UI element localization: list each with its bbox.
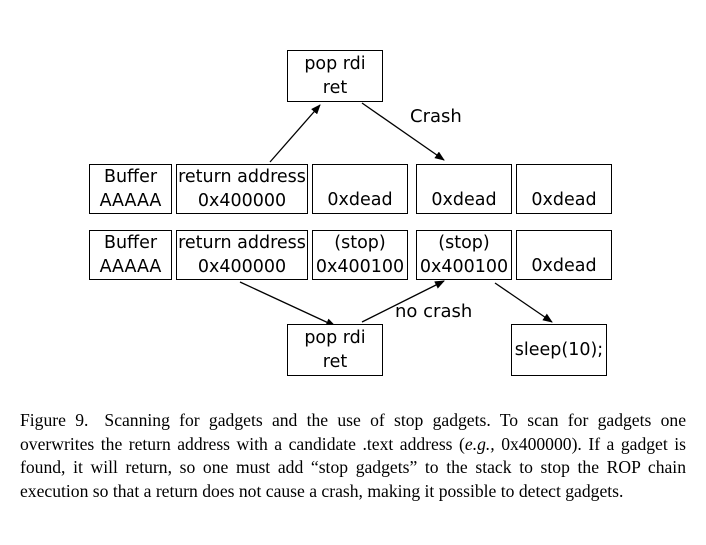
row1-cell-3-value: 0xdead — [327, 190, 393, 210]
caption-eg: e.g., — [464, 433, 495, 454]
row2-stop-cell-2-line2: 0x400100 — [419, 257, 509, 277]
arrow-ret-to-bottom-gadget — [239, 281, 336, 327]
arrows-layer — [239, 102, 553, 327]
row1-buffer-line1: Buffer — [103, 167, 158, 187]
top-gadget-line2: ret — [322, 78, 348, 98]
arrow-stop-to-sleep — [494, 282, 553, 323]
row2-stop-cell-2-line1: (stop) — [438, 233, 490, 253]
gadget-scanning-diagram: pop rdi ret Crash Buffer AAAAA return ad… — [89, 50, 612, 376]
row2-cell-5: 0xdead — [516, 230, 612, 280]
row2-buffer-line1: Buffer — [103, 233, 158, 253]
arrow-ret-to-top-gadget — [269, 104, 321, 163]
caption-text-before: Scanning for gadgets and the use of stop… — [20, 410, 687, 454]
row2-buffer-line2: AAAAA — [99, 257, 162, 277]
sleep-box: sleep(10); — [511, 324, 607, 376]
row2-stop-cell-1: (stop) 0x400100 — [312, 230, 408, 280]
crash-label: Crash — [410, 106, 462, 127]
bottom-gadget-line2: ret — [322, 352, 348, 372]
row1-return-address-cell: return address 0x400000 — [176, 164, 308, 214]
figure-caption: Figure 9.Scanning for gadgets and the us… — [20, 409, 686, 503]
row2-cell-5-value: 0xdead — [531, 256, 597, 276]
row2-return-address-line2: 0x400000 — [197, 257, 287, 277]
row1-cell-5: 0xdead — [516, 164, 612, 214]
row1-return-address-line1: return address — [178, 167, 306, 187]
row2-return-address-line1: return address — [178, 233, 306, 253]
bottom-gadget-box: pop rdi ret — [287, 324, 383, 376]
arrow-bottom-gadget-to-stop — [361, 280, 445, 323]
row2-stop-cell-1-line1: (stop) — [334, 233, 386, 253]
row1-cell-4: 0xdead — [416, 164, 512, 214]
row2-return-address-cell: return address 0x400000 — [176, 230, 308, 280]
bottom-gadget-line1: pop rdi — [304, 328, 366, 348]
row1-buffer-cell: Buffer AAAAA — [89, 164, 172, 214]
row1-cell-5-value: 0xdead — [531, 190, 597, 210]
figure-label: Figure 9. — [20, 410, 89, 430]
sleep-box-text: sleep(10); — [514, 340, 604, 360]
arrow-top-gadget-to-crash — [361, 102, 445, 161]
no-crash-label: no crash — [395, 301, 473, 322]
row1-cell-3: 0xdead — [312, 164, 408, 214]
row2-stop-cell-2: (stop) 0x400100 — [416, 230, 512, 280]
caption-text-after: 0x400000). If a gadget is found, it will… — [20, 433, 686, 501]
row1-cell-4-value: 0xdead — [431, 190, 497, 210]
row1-return-address-line2: 0x400000 — [197, 191, 287, 211]
top-gadget-box: pop rdi ret — [287, 50, 383, 102]
row2-stop-cell-1-line2: 0x400100 — [315, 257, 405, 277]
row2-buffer-cell: Buffer AAAAA — [89, 230, 172, 280]
top-gadget-line1: pop rdi — [304, 54, 366, 74]
row1-buffer-line2: AAAAA — [99, 191, 162, 211]
